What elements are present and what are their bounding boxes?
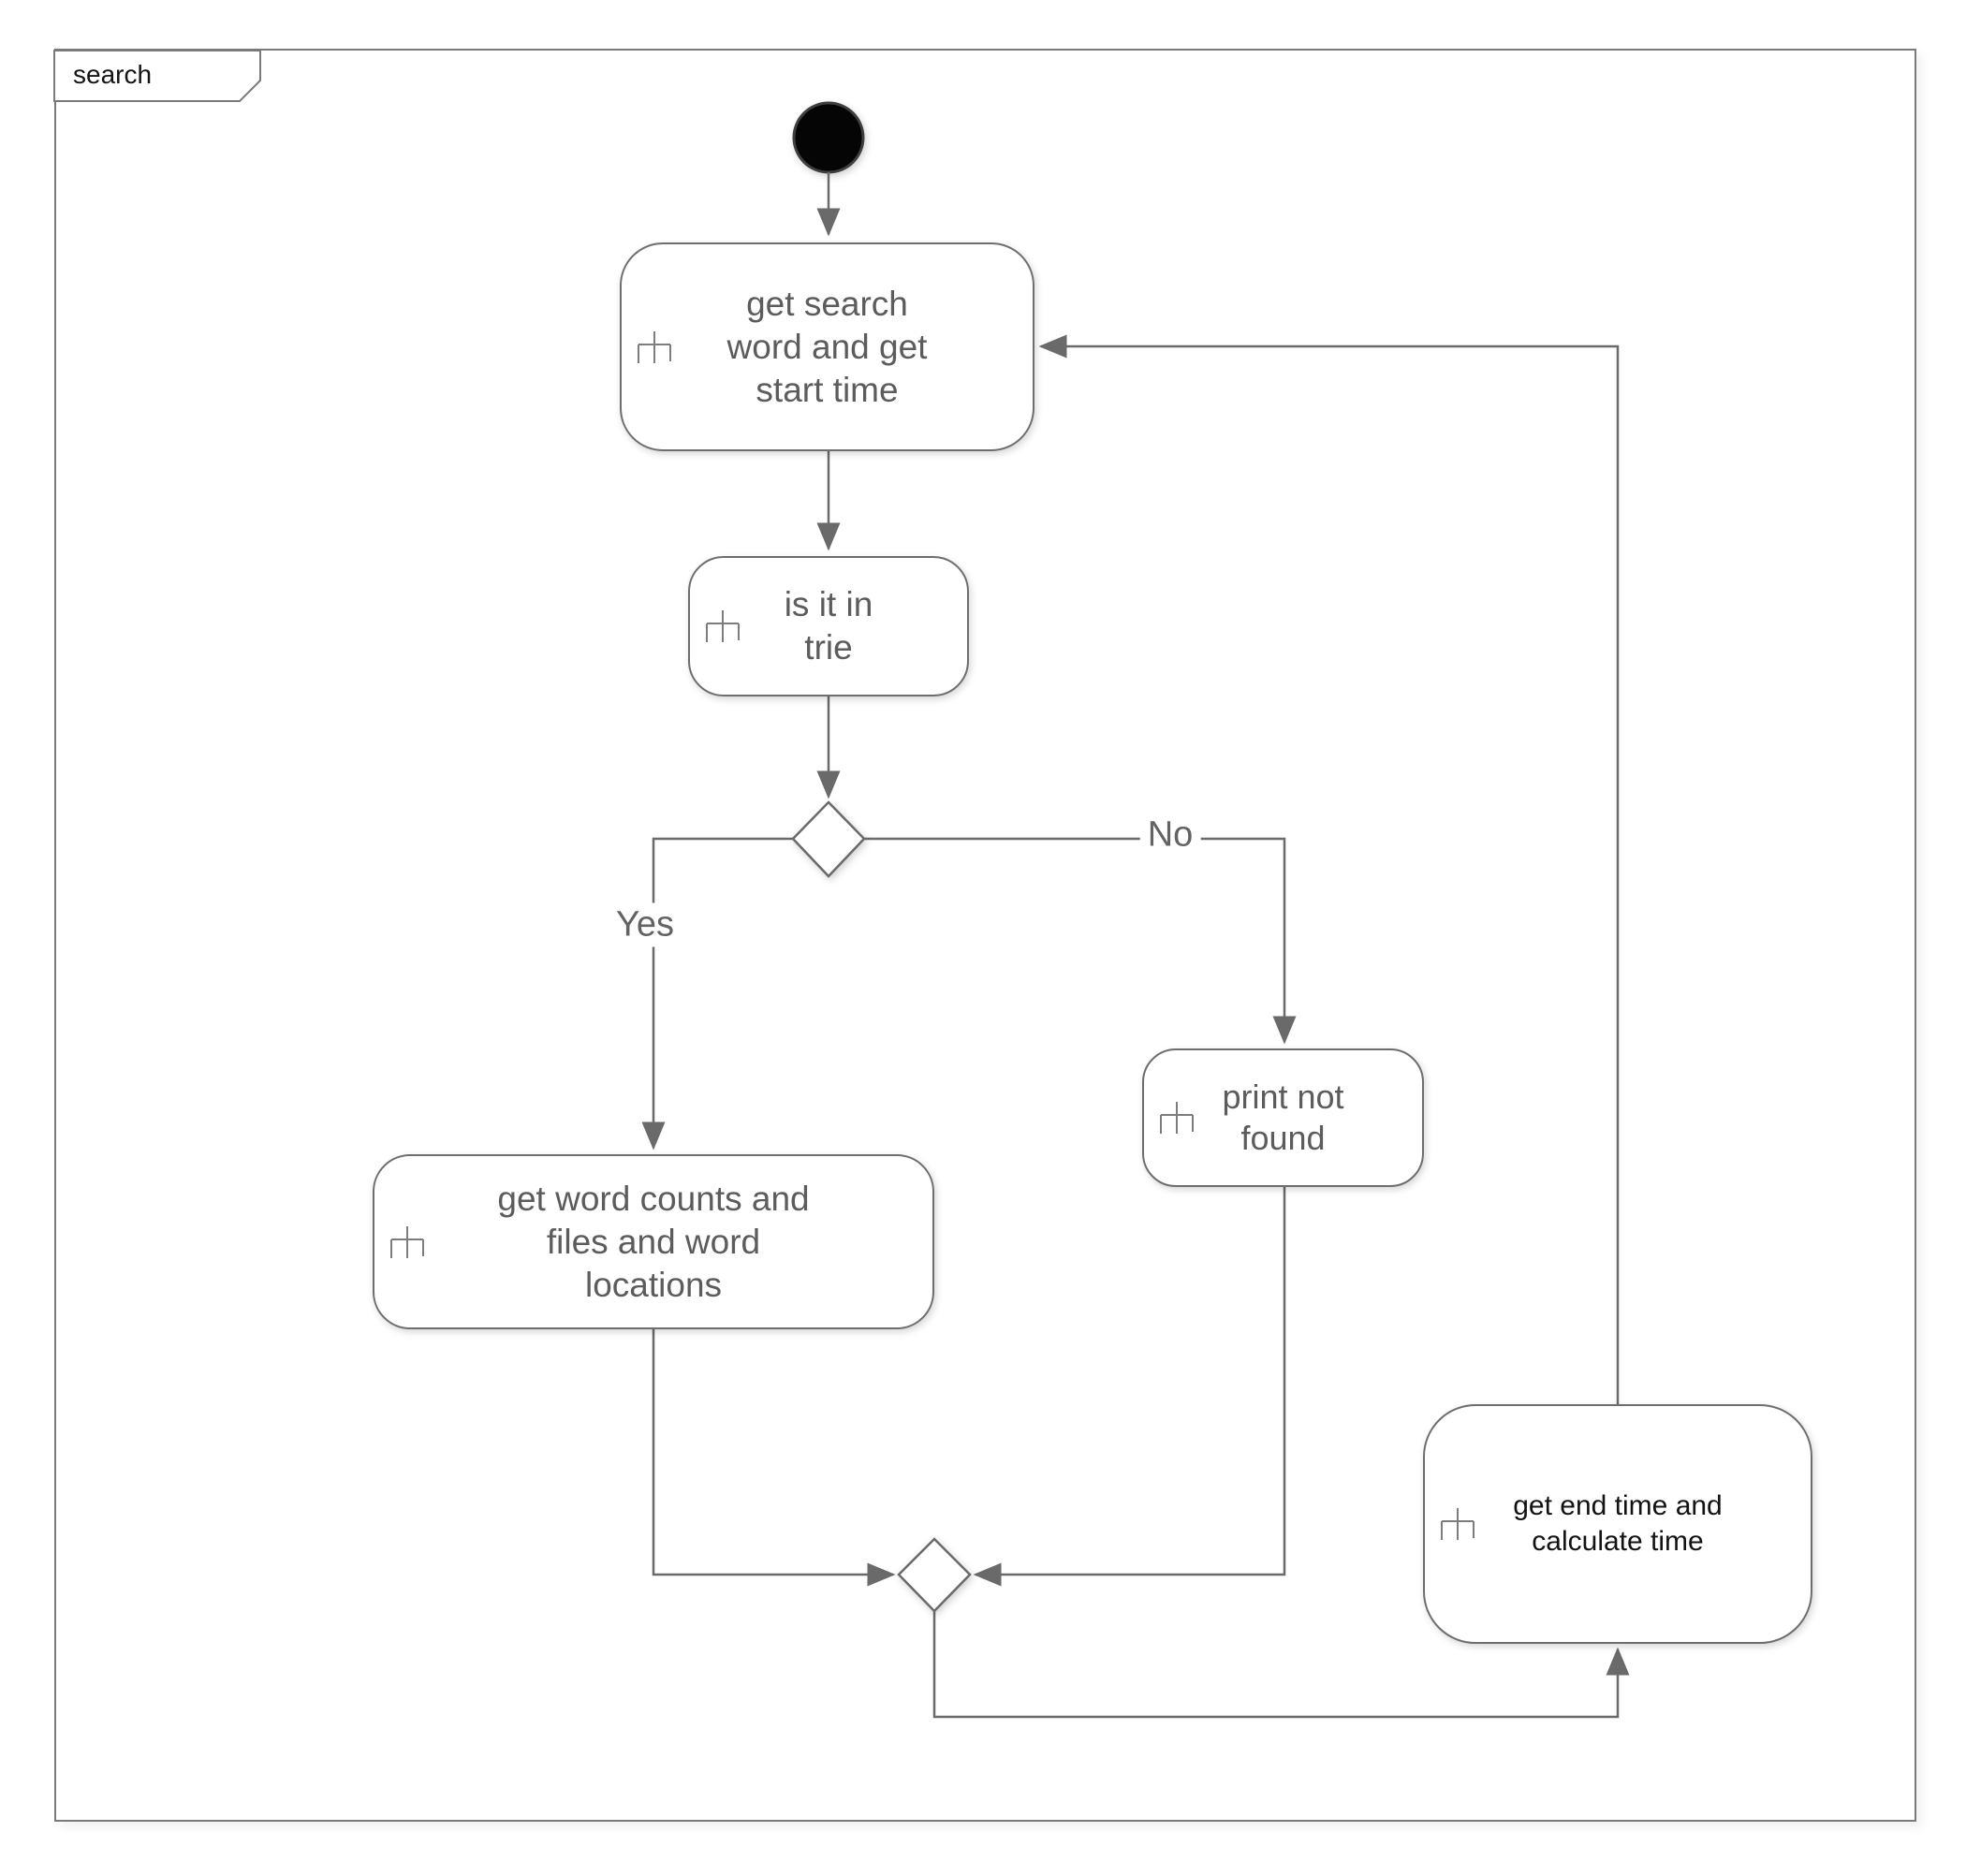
activity-is-it-in-trie[interactable]: is it in trie — [688, 556, 969, 696]
rake-icon — [638, 330, 671, 363]
edge-decision-yes-to-get-word-counts[interactable] — [641, 837, 795, 1151]
edge-guard-yes[interactable]: Yes — [609, 902, 682, 947]
edge-get-end-time-to-get-search-word[interactable] — [1038, 334, 1620, 1404]
activity-get-word-counts[interactable]: get word counts and files and word locat… — [373, 1154, 934, 1329]
edge-guard-no[interactable]: No — [1139, 813, 1201, 857]
activity-get-search-word[interactable]: get search word and get start time — [620, 242, 1034, 451]
activity-label: is it in trie — [784, 585, 873, 667]
edge-decision-no-to-print-not-found[interactable] — [863, 837, 1297, 1045]
initial-node[interactable] — [792, 101, 865, 174]
edge-print-not-found-to-merge[interactable] — [973, 1187, 1286, 1587]
activity-get-end-time[interactable]: get end time and calculate time — [1423, 1404, 1812, 1644]
rake-icon — [390, 1225, 424, 1258]
merge-diamond[interactable] — [897, 1537, 972, 1613]
activity-label: get search word and get start time — [726, 284, 928, 409]
rake-icon — [1441, 1508, 1474, 1540]
activity-label: print not found — [1222, 1077, 1344, 1157]
activity-label: get end time and calculate time — [1513, 1490, 1723, 1557]
activity-label: get word counts and files and word locat… — [497, 1179, 810, 1304]
rake-icon — [1160, 1102, 1194, 1134]
decision-diamond[interactable] — [791, 800, 866, 878]
frame-title: search — [73, 60, 153, 89]
activity-print-not-found[interactable]: print not found — [1142, 1048, 1424, 1187]
edge-merge-to-get-end-time[interactable] — [932, 1611, 1630, 1719]
rake-icon — [706, 610, 740, 642]
frame-tab[interactable] — [53, 50, 261, 102]
edge-get-word-counts-to-merge[interactable] — [652, 1329, 896, 1587]
